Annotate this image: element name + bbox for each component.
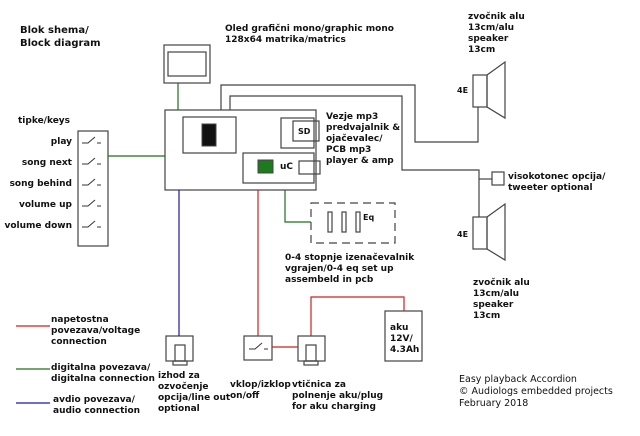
diagram-title: Blok shema/ Block diagram [20,25,101,49]
speaker-bottom-label: zvočnik alu 13cm/alu speaker 13cm [473,278,530,321]
wire-eq [284,190,311,223]
sd-label: SD [298,127,311,136]
display-chip [201,123,217,147]
legend-audio-label: avdio povezava/ audio connection [53,395,141,416]
tweeter [491,171,505,186]
legend-digital-label: digitalna povezava/ digitalna connection [51,363,155,384]
key-switches [82,136,268,350]
eq-label: 0-4 stopnje izenačevalnik vgrajen/0-4 eq… [285,253,415,285]
speaker-top-cone [486,60,506,120]
oled-display [163,44,211,84]
battery-label: aku 12V/ 4.3Ah [390,323,420,355]
wire-speaker-bottom [229,95,480,217]
uc-label: uC [280,162,294,172]
tweeter-label: visokotonec opcija/ tweeter optional [508,172,606,193]
uc-connector [298,160,321,175]
switch-label: vklop/izklop on/off [230,380,291,401]
uc-chip [257,159,274,174]
speaker-bottom-magnet [472,216,488,250]
main-pcb [164,109,317,191]
wire-speaker-top [220,84,479,143]
key-label-song-next: song next [21,158,72,168]
speaker-top-magnet [472,74,488,108]
pcb-label: Vezje mp3 predvajalnik & ojačevalec/ PCB… [326,112,401,166]
oled-screen [167,51,207,77]
speaker-bottom-cone [486,202,506,262]
display-module [182,116,237,154]
eq-module [310,202,396,244]
legend-voltage-label: napetostna povezava/voltage connection [51,315,141,347]
line-out-label: izhod za ozvočenje opcija/line out optio… [158,371,231,414]
keys-panel [77,130,109,247]
speaker-bottom-impedance: 4E [457,230,469,239]
key-label-volume-up: volume up [18,200,72,210]
wire-battery [310,296,405,336]
key-label-volume-down: volume down [4,221,72,231]
line-out-jack [165,335,194,362]
keys-header: tipke/keys [18,116,71,126]
eq-tag: Eq [363,213,375,222]
speaker-top-impedance: 4E [457,86,469,95]
sd-slot [292,120,320,142]
power-switch [243,335,273,361]
key-label-song-behind: song behind [9,179,72,189]
oled-label: Oled grafični mono/graphic mono 128x64 m… [225,24,394,45]
key-label-play: play [50,137,72,147]
speaker-top-label: zvočnik alu 13cm/alu speaker 13cm [468,12,525,55]
footer-credits: Easy playback Accordion © Audiologs embe… [459,374,613,409]
charging-plug-label: vtičnica za polnenje aku/plug for aku ch… [292,380,384,412]
uc-module [242,152,315,184]
charging-plug [297,335,326,362]
mp3-module [280,117,315,149]
